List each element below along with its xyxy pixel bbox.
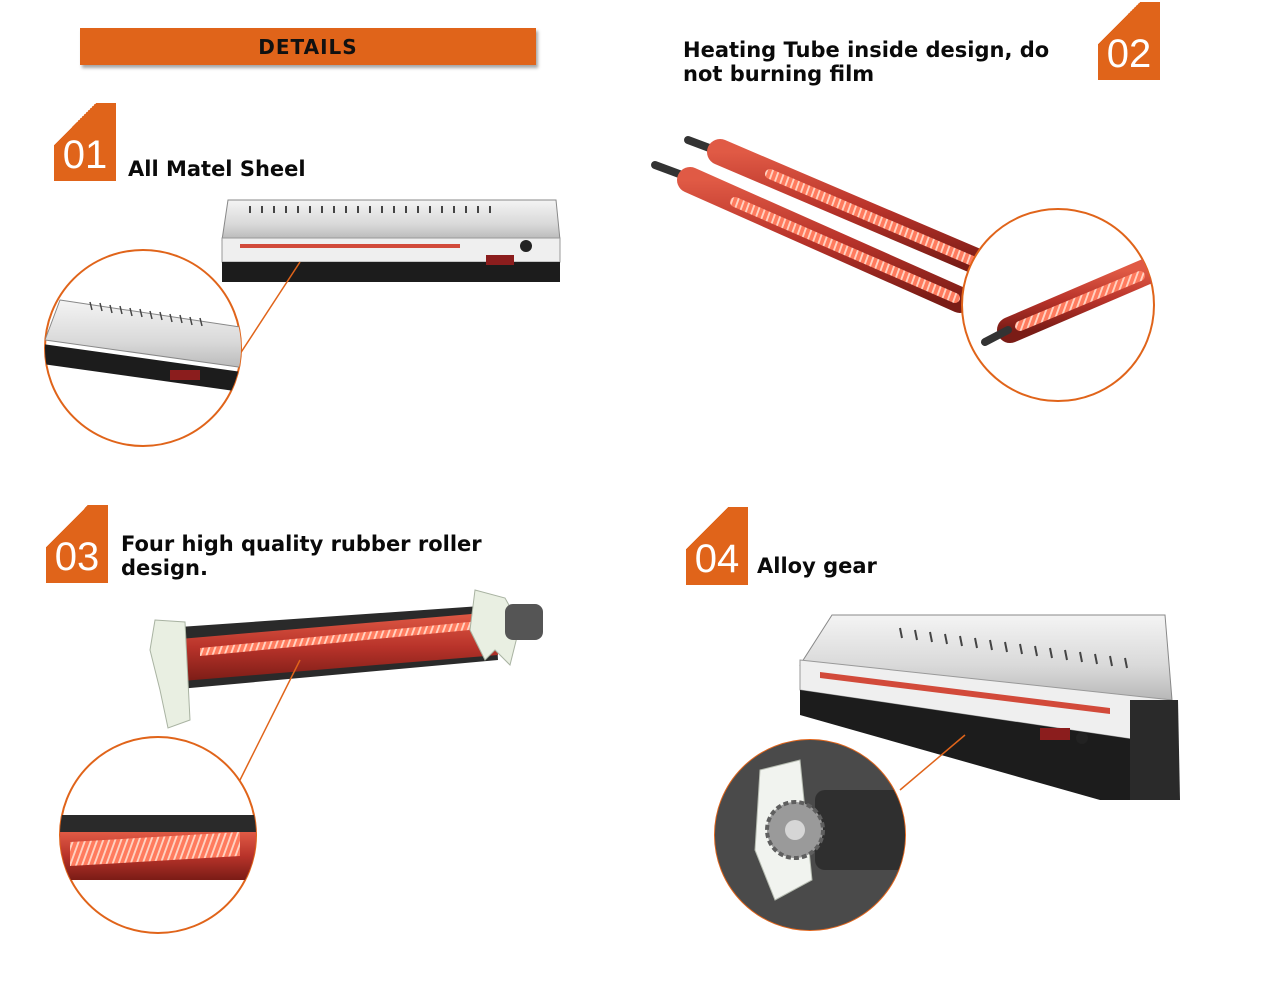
section-number-badge-04: 04 xyxy=(686,507,748,585)
section-caption-03: Four high quality rubber roller design. xyxy=(121,532,482,580)
section-caption-04: Alloy gear xyxy=(757,554,877,578)
rubber-roller-image-03 xyxy=(149,589,543,791)
section-number: 02 xyxy=(1106,32,1152,76)
details-banner: DETAILS xyxy=(80,28,536,65)
section-number: 04 xyxy=(694,537,740,581)
laminator-image-01 xyxy=(221,199,561,358)
section-number-badge-01: 01 xyxy=(54,103,116,181)
details-title: DETAILS xyxy=(258,34,358,59)
section-number-badge-03: 03 xyxy=(46,505,108,583)
section-number: 01 xyxy=(62,133,108,177)
laminator-image-04 xyxy=(799,614,1180,800)
heating-tubes-image-02 xyxy=(651,136,998,313)
section-caption-02: Heating Tube inside design, do not burni… xyxy=(683,38,1050,86)
alloy-gear-closeup xyxy=(715,740,905,930)
section-caption-01: All Matel Sheel xyxy=(128,157,306,181)
section-number-badge-02: 02 xyxy=(1098,2,1160,80)
section-number: 03 xyxy=(54,535,100,579)
